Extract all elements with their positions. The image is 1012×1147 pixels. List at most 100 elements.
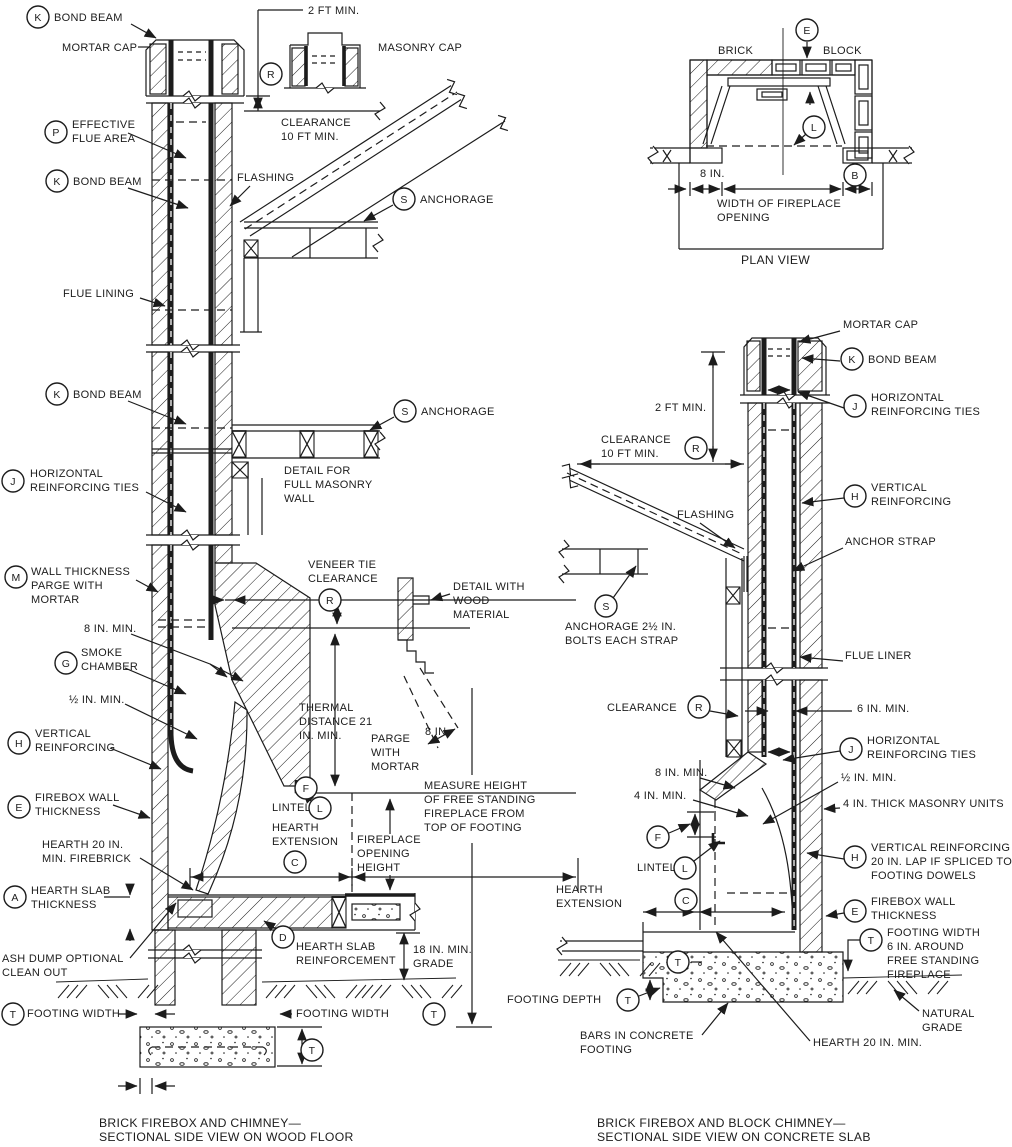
svg-text:J: J: [848, 744, 854, 756]
label-vert20-2: 20 IN. LAP IF SPLICED TO: [871, 856, 1012, 868]
label-footing6-2: 6 IN. AROUND: [887, 941, 964, 953]
label-18in-2: GRADE: [413, 958, 454, 970]
label-effective-flue-1: EFFECTIVE: [72, 119, 135, 131]
label-bars-1: BARS IN CONCRETE: [580, 1030, 694, 1042]
ref-bubble-K-3: K: [45, 382, 69, 406]
right-dimensions-and-leaders: [577, 330, 920, 1042]
label-detail-wood-3: MATERIAL: [453, 609, 510, 621]
label-r-flashing: FLASHING: [677, 509, 734, 521]
label-measure-1: MEASURE HEIGHT: [424, 780, 527, 792]
label-fireplace-1: FIREPLACE: [357, 834, 421, 846]
svg-text:A: A: [11, 892, 18, 904]
label-8in: 8 IN.: [425, 726, 450, 738]
label-flue-lining: FLUE LINING: [63, 288, 134, 300]
svg-text:H: H: [15, 738, 23, 750]
label-clearance-2: 10 FT MIN.: [281, 131, 339, 143]
label-detail-masonry-1: DETAIL FOR: [284, 465, 351, 477]
label-half-in-min: ½ IN. MIN.: [69, 694, 125, 706]
left-caption-2: SECTIONAL SIDE VIEW ON WOOD FLOOR: [99, 1130, 354, 1144]
label-firebox-wall-1: FIREBOX WALL: [35, 792, 120, 804]
ref-bubble-H-right2: H: [843, 845, 867, 869]
label-r-horiz2-1: HORIZONTAL: [867, 735, 940, 747]
label-wall-thickness-1: WALL THICKNESS: [31, 566, 130, 578]
label-r-hearth20: HEARTH 20 IN. MIN.: [813, 1037, 922, 1049]
label-measure-2: OF FREE STANDING: [424, 794, 536, 806]
label-slab-reinf-1: HEARTH SLAB: [296, 941, 376, 953]
label-bond-beam-top: BOND BEAM: [54, 12, 123, 24]
ref-bubble-F-right: F: [646, 825, 670, 849]
label-detail-wood-1: DETAIL WITH: [453, 581, 525, 593]
label-r-clearance: CLEARANCE: [607, 702, 677, 714]
label-8in-min: 8 IN. MIN.: [84, 623, 137, 635]
label-r-8in-min: 8 IN. MIN.: [655, 767, 708, 779]
svg-text:L: L: [317, 803, 323, 815]
ref-bubble-G: G: [54, 651, 78, 675]
ref-bubble-R-1: R: [259, 62, 283, 86]
left-dimensions-and-leaders: [104, 9, 579, 1094]
label-fireplace-3: HEIGHT: [357, 862, 400, 874]
ref-bubble-M: M: [4, 565, 28, 589]
label-measure-3: FIREPLACE FROM: [424, 808, 525, 820]
label-hearth-ext-2: EXTENSION: [272, 836, 338, 848]
ref-bubble-H-1: H: [7, 731, 31, 755]
svg-text:S: S: [401, 406, 408, 418]
label-footing-width-right: FOOTING WIDTH: [296, 1008, 389, 1020]
svg-text:D: D: [279, 932, 287, 944]
label-vertical-reinf-2: REINFORCING: [35, 742, 115, 754]
label-2ft-min: 2 FT MIN.: [308, 5, 359, 17]
label-width-opening-1: WIDTH OF FIREPLACE: [717, 198, 841, 210]
label-r-horiz2-2: REINFORCING TIES: [867, 749, 976, 761]
svg-text:R: R: [267, 69, 275, 81]
ref-bubble-E-plan: E: [795, 18, 819, 42]
ref-bubble-K-1: K: [26, 5, 50, 29]
label-smoke-1: SMOKE: [81, 647, 122, 659]
svg-text:T: T: [431, 1009, 438, 1021]
label-bond-beam-3: BOND BEAM: [73, 389, 142, 401]
label-masonry-cap: MASONRY CAP: [378, 42, 462, 54]
ref-bubble-H-right1: H: [843, 484, 867, 508]
label-mortar-cap: MORTAR CAP: [62, 42, 137, 54]
right-caption-1: BRICK FIREBOX AND BLOCK CHIMNEY—: [597, 1116, 846, 1130]
label-wall-thickness-2: PARGE WITH: [31, 580, 103, 592]
svg-text:K: K: [53, 389, 60, 401]
label-r-hearth-ext-2: EXTENSION: [556, 898, 622, 910]
svg-text:K: K: [848, 354, 855, 366]
ref-bubble-K-2: K: [45, 169, 69, 193]
label-r-firebox-1: FIREBOX WALL: [871, 896, 956, 908]
ref-bubble-J-1: J: [1, 469, 25, 493]
label-natural-2: GRADE: [922, 1022, 963, 1034]
svg-text:M: M: [11, 572, 20, 584]
ref-bubble-E-1: E: [7, 795, 31, 819]
label-block: BLOCK: [823, 45, 862, 57]
ref-bubble-S-1: S: [392, 187, 416, 211]
label-vert20-3: FOOTING DOWELS: [871, 870, 976, 882]
label-hearth20-1: HEARTH 20 IN.: [42, 839, 123, 851]
left-caption-1: BRICK FIREBOX AND CHIMNEY—: [99, 1116, 302, 1130]
label-r-4in-min: 4 IN. MIN.: [634, 790, 687, 802]
label-flashing: FLASHING: [237, 172, 294, 184]
label-r-bond-beam: BOND BEAM: [868, 354, 937, 366]
label-r-vert-2: REINFORCING: [871, 496, 951, 508]
plan-view: [647, 28, 915, 250]
ref-bubble-R-right2: R: [687, 695, 711, 719]
svg-text:H: H: [851, 852, 859, 864]
label-r-horiz-1: HORIZONTAL: [871, 392, 944, 404]
label-r-firebox-2: THICKNESS: [871, 910, 937, 922]
label-r-clearance10-2: 10 FT MIN.: [601, 448, 659, 460]
label-veneer-tie-1: VENEER TIE: [308, 559, 376, 571]
label-detail-masonry-3: WALL: [284, 493, 315, 505]
right-caption-2: SECTIONAL SIDE VIEW ON CONCRETE SLAB: [597, 1130, 871, 1144]
svg-text:T: T: [675, 957, 682, 969]
svg-text:F: F: [655, 832, 662, 844]
svg-text:T: T: [309, 1045, 316, 1057]
label-anchor-strap: ANCHOR STRAP: [845, 536, 936, 548]
label-detail-masonry-2: FULL MASONRY: [284, 479, 373, 491]
label-horiz-ties-1: HORIZONTAL: [30, 468, 103, 480]
label-r-2ft: 2 FT MIN.: [655, 402, 706, 414]
label-thermal-1: THERMAL: [299, 702, 354, 714]
label-r-horiz-2: REINFORCING TIES: [871, 406, 980, 418]
label-effective-flue-2: FLUE AREA: [72, 133, 136, 145]
label-clearance-1: CLEARANCE: [281, 117, 351, 129]
svg-text:J: J: [852, 401, 858, 413]
